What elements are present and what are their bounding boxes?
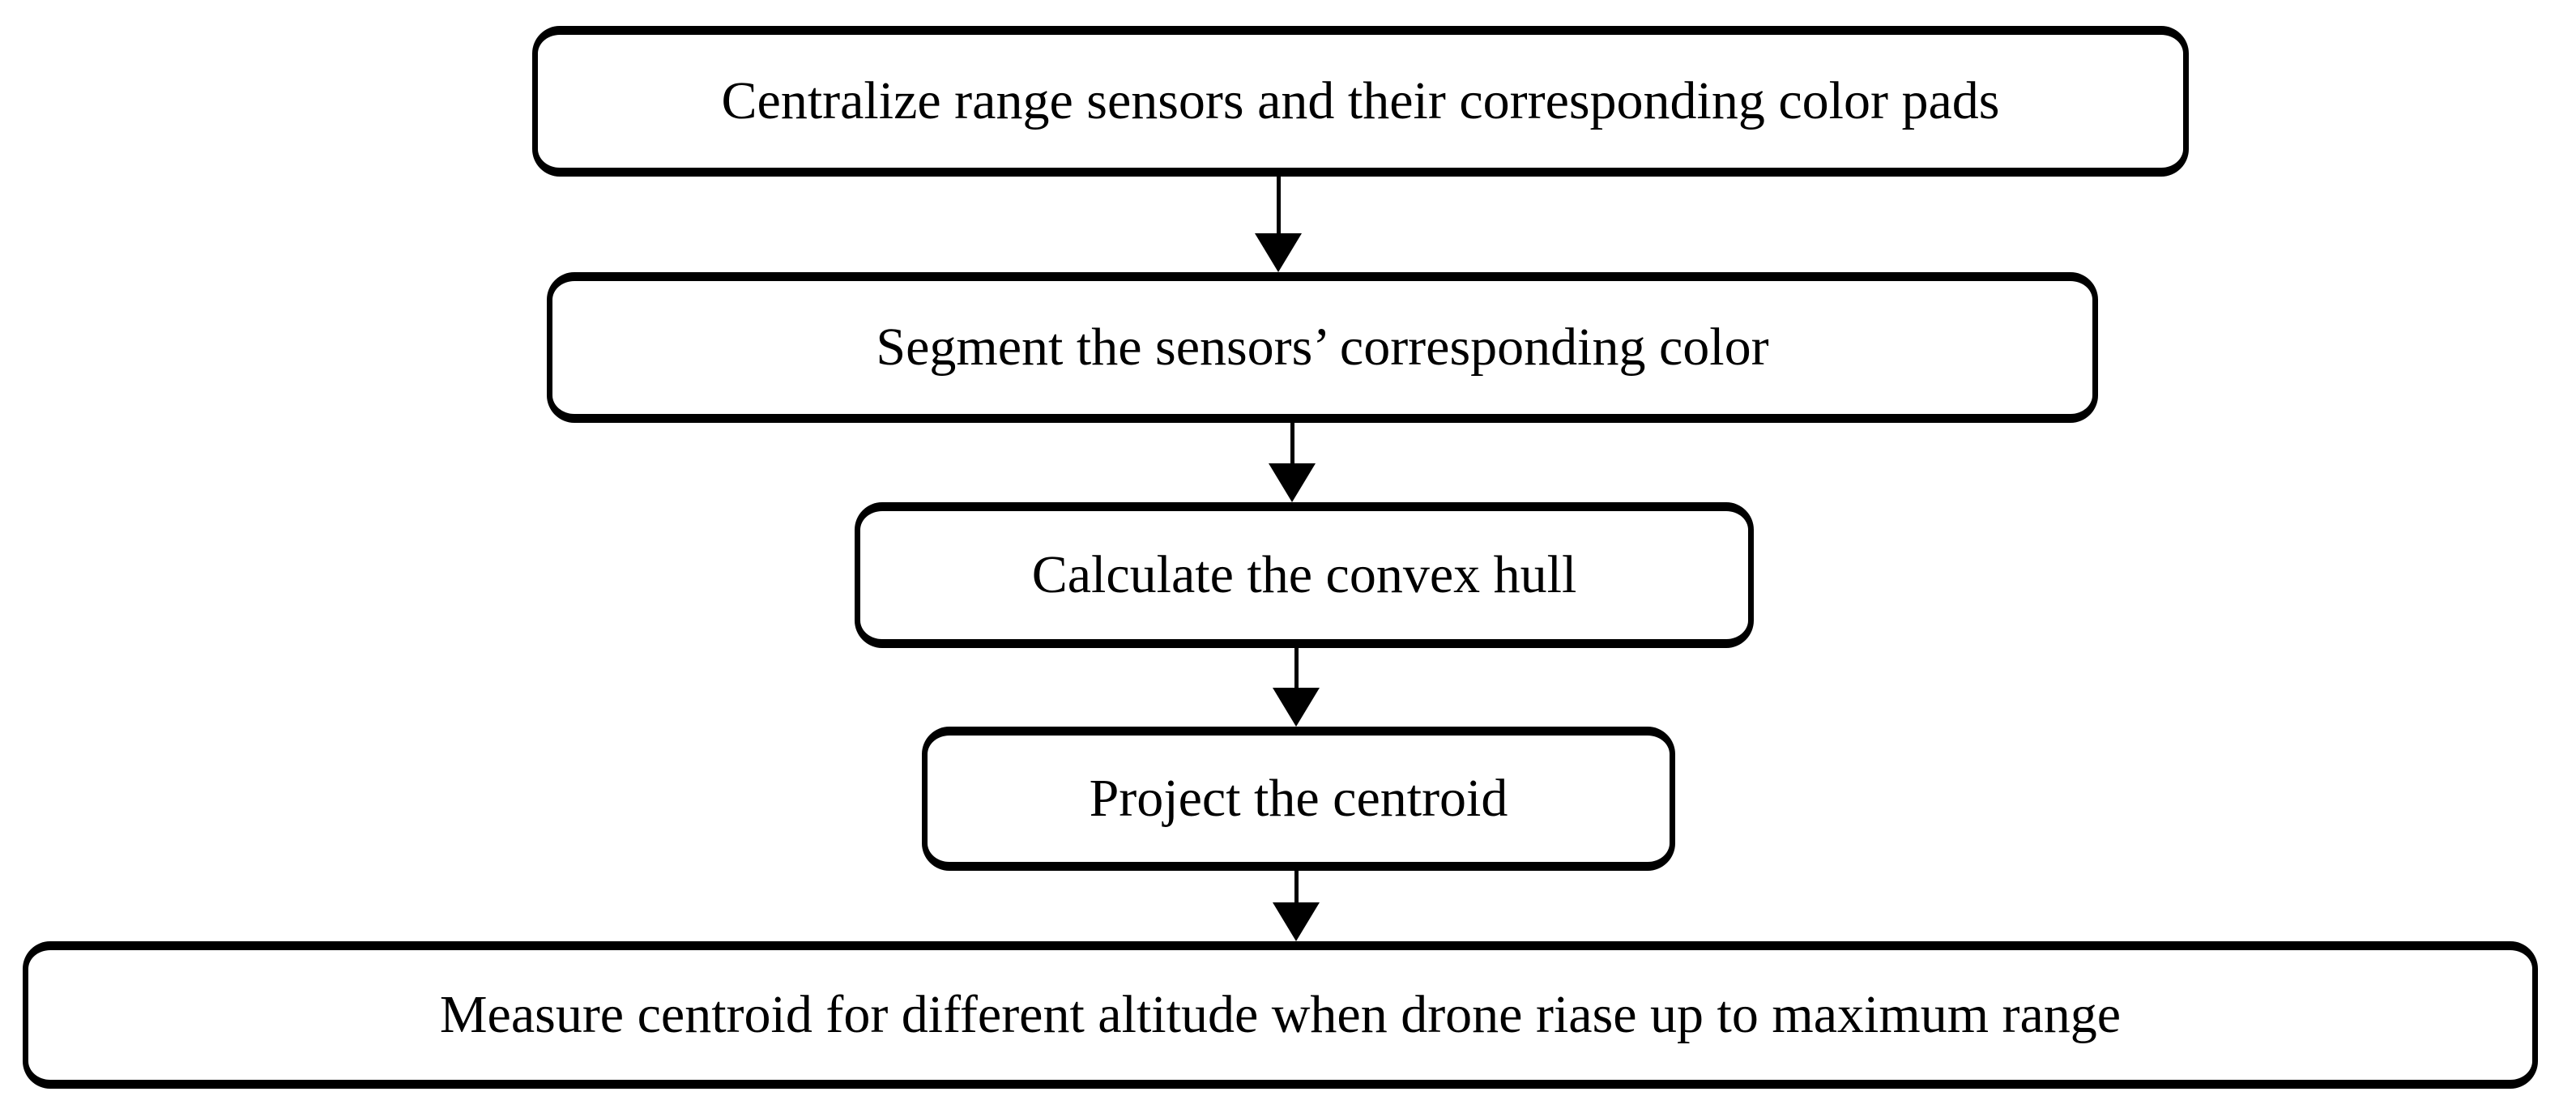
flow-connector-1 [1255,177,1302,272]
flow-step-convex-hull: Calculate the convex hull [855,502,1754,648]
arrow-stem [1294,648,1299,688]
arrow-stem [1276,177,1281,233]
flow-connector-4 [1273,871,1320,941]
flow-step-segment-color: Segment the sensors’ corresponding color [547,272,2098,423]
flow-step-label: Calculate the convex hull [1031,544,1577,604]
arrow-down-icon [1273,902,1320,941]
flow-connector-2 [1269,423,1316,502]
flow-step-project-centroid: Project the centroid [922,727,1675,871]
arrow-stem [1294,871,1299,902]
flow-step-measure-centroid: Measure centroid for different altitude … [23,941,2538,1089]
flow-connector-3 [1273,648,1320,727]
arrow-down-icon [1255,233,1302,272]
arrow-stem [1290,423,1294,463]
flow-step-label: Measure centroid for different altitude … [439,984,2122,1044]
arrow-down-icon [1269,463,1316,502]
flow-step-label: Centralize range sensors and their corre… [721,70,2000,130]
arrow-down-icon [1273,688,1320,727]
flow-step-label: Segment the sensors’ corresponding color [876,317,1769,377]
flow-step-label: Project the centroid [1089,768,1508,828]
flow-step-centralize-sensors: Centralize range sensors and their corre… [532,26,2189,177]
